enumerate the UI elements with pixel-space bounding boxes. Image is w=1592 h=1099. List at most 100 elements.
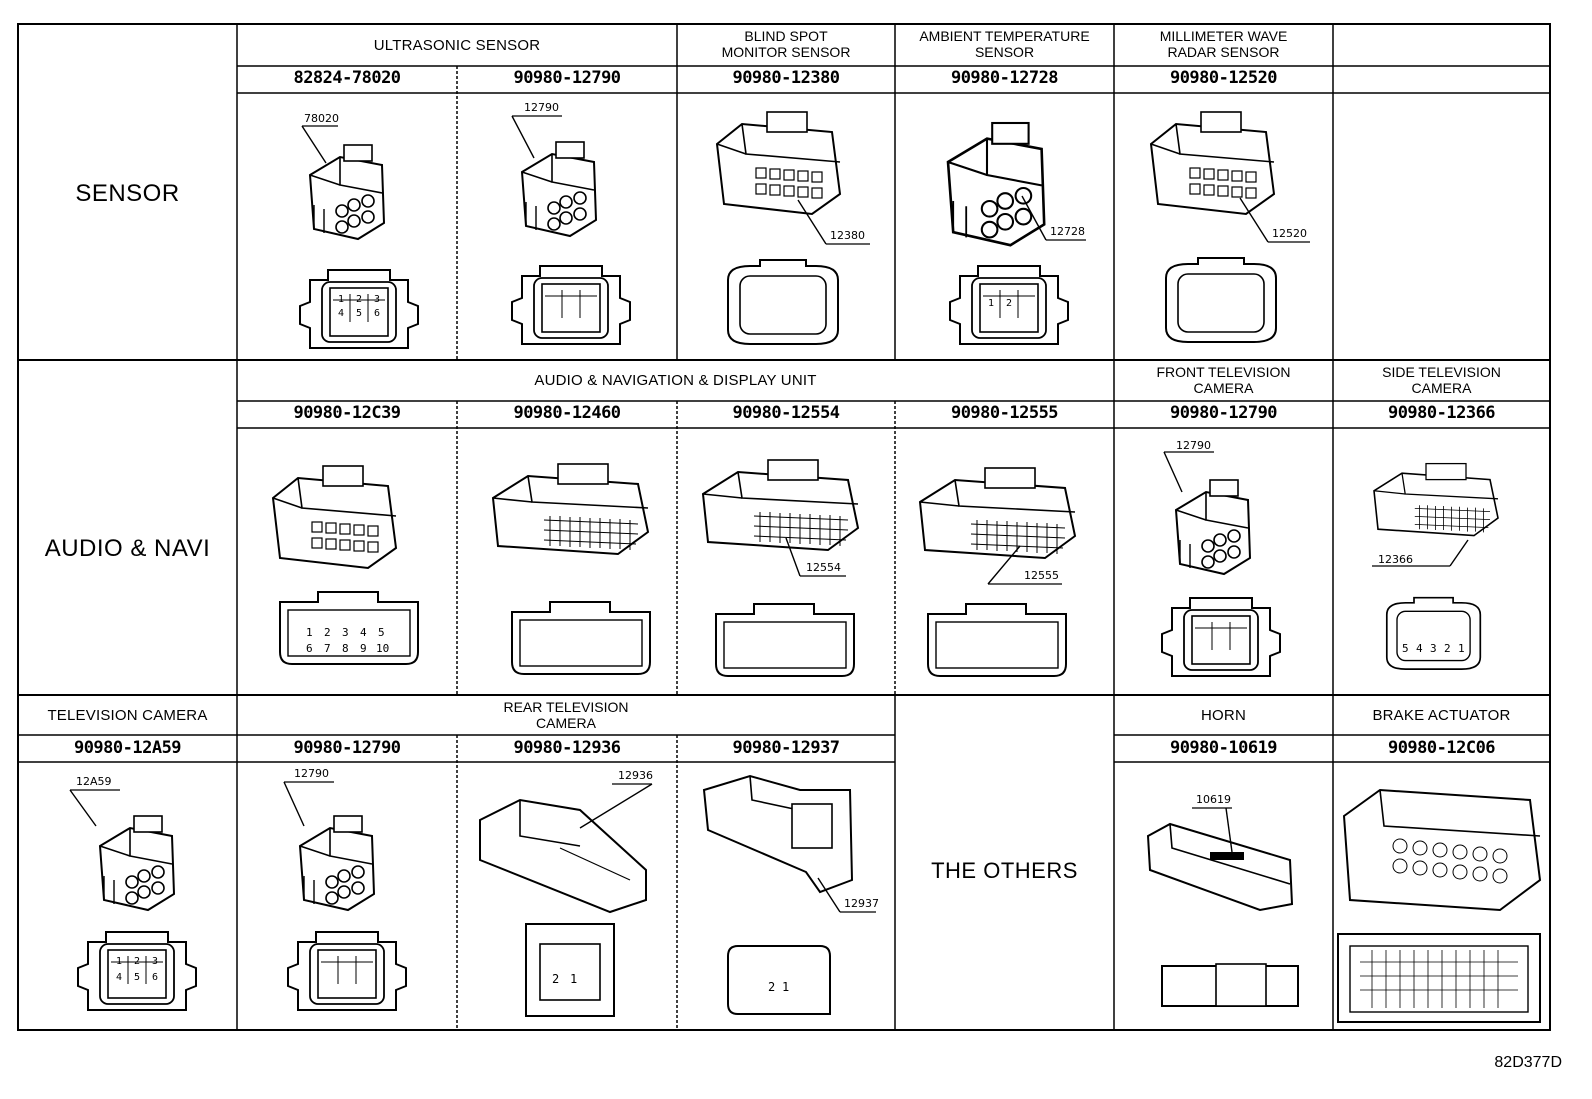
group-ultrasonic-sensor: ULTRASONIC SENSOR (373, 37, 541, 54)
callout-label: 12520 (1272, 227, 1307, 240)
connector-90980-12937-figure (702, 774, 876, 1015)
pin-label: 2 (768, 980, 776, 994)
pin-label: 2 (1444, 642, 1451, 655)
callout-label: 12366 (1378, 553, 1413, 566)
table-border (17, 23, 1551, 1031)
pin-label: 1 (570, 972, 578, 986)
category-audio-navi-label: AUDIO & NAVI (44, 535, 211, 562)
group-television-camera: TELEVISION CAMERA (47, 707, 208, 724)
pin-label: 2 (324, 626, 331, 639)
pin-label: 5 (134, 972, 141, 983)
connector-90980-12790-figure (511, 115, 631, 345)
callout-label: 12555 (1024, 569, 1059, 582)
connector-90980-12A59-figure (69, 789, 197, 1011)
pin-grid-lines (111, 290, 1247, 984)
category-sensor-label: SENSOR (75, 180, 180, 207)
pin-label: 4 (338, 308, 345, 319)
others-grid (18, 695, 1550, 1030)
drawing-code: 82D377D (1494, 1054, 1562, 1071)
part-number: 90980-12728 (950, 68, 1059, 88)
pin-label: 2 (552, 972, 560, 986)
callout-label: 12A59 (76, 775, 112, 788)
connector-90980-12555-figure (919, 467, 1076, 677)
part-number: 90980-12790 (1169, 403, 1278, 423)
connector-90980-12366-figure (1372, 462, 1499, 670)
part-number: 82824-78020 (293, 68, 401, 88)
group-blind-spot-monitor-sensor: BLIND SPOT MONITOR SENSOR (721, 28, 851, 60)
pin-label: 4 (1416, 642, 1423, 655)
connector-90980-12728-figure (946, 121, 1086, 345)
audio-grid (236, 360, 1550, 695)
part-number: 90980-12380 (732, 68, 840, 88)
pin-label: 6 (374, 308, 381, 319)
pin-label: 1 (782, 980, 790, 994)
pin-label: 1 (306, 626, 313, 639)
sensor-grid (236, 24, 1550, 360)
connector-90980-12520-figure (1150, 111, 1310, 343)
connector-90980-12380-figure (716, 111, 870, 345)
connector-82824-78020-figure (299, 125, 419, 349)
pin-label: 3 (342, 626, 349, 639)
connector-90980-12790-front-figure (1161, 451, 1281, 677)
part-number: 90980-12936 (513, 738, 621, 758)
part-number: 90980-12460 (513, 403, 621, 423)
category-the-others-label: THE OTHERS (931, 858, 1078, 883)
pin-label: 2 (134, 956, 141, 967)
pin-label: 3 (1430, 642, 1437, 655)
connector-90980-12936-figure (479, 783, 653, 1017)
pin-label: 1 (116, 956, 123, 967)
callout-label: 12936 (618, 769, 653, 782)
callout-label: 78020 (304, 112, 339, 125)
pin-label: 2 (1006, 298, 1013, 309)
part-number: 90980-12937 (732, 738, 840, 758)
group-audio-navigation-display-unit: AUDIO & NAVIGATION & DISPLAY UNIT (534, 372, 817, 389)
pin-label: 6 (306, 642, 313, 655)
callout-label: 12728 (1050, 225, 1085, 238)
pin-label: 4 (360, 626, 367, 639)
part-number: 90980-12555 (950, 403, 1059, 423)
part-number: 90980-12790 (513, 68, 621, 88)
group-brake-actuator: BRAKE ACTUATOR (1372, 707, 1511, 724)
part-number: 90980-12C39 (293, 403, 401, 423)
part-number: 90980-12366 (1387, 403, 1496, 423)
pin-label: 10 (376, 642, 390, 655)
connector-90980-12C06-figure (1337, 788, 1542, 1023)
pin-label: 5 (1402, 642, 1409, 655)
callout-label: 12554 (806, 561, 841, 574)
group-millimeter-wave-radar-sensor: MILLIMETER WAVE RADAR SENSOR (1159, 28, 1288, 60)
connector-90980-10619-figure (1146, 807, 1299, 1007)
part-number: 90980-12A59 (73, 738, 182, 758)
pin-label: 6 (152, 972, 159, 983)
connector-90980-12460-figure (492, 463, 651, 675)
group-horn: HORN (1201, 707, 1246, 724)
pin-label: 3 (152, 956, 159, 967)
callout-label: 12790 (294, 767, 329, 780)
pin-label: 9 (360, 642, 367, 655)
group-front-television-camera: FRONT TELEVISION CAMERA (1156, 364, 1291, 396)
pin-label: 8 (342, 642, 349, 655)
pin-label: 1 (988, 298, 995, 309)
group-rear-television-camera: REAR TELEVISION CAMERA (503, 699, 629, 731)
part-number: 90980-12C06 (1387, 738, 1496, 758)
callout-label: 12380 (830, 229, 865, 242)
callout-label: 10619 (1196, 793, 1231, 806)
pin-label: 5 (356, 308, 363, 319)
pin-label: 7 (324, 642, 331, 655)
callout-label: 12790 (1176, 439, 1211, 452)
part-number: 90980-12790 (293, 738, 401, 758)
connector-90980-12554-figure (702, 459, 859, 677)
pin-label: 2 (356, 294, 363, 305)
connector-90980-12790-rear-figure (283, 781, 407, 1011)
pin-label: 4 (116, 972, 123, 983)
part-number: 90980-12520 (1169, 68, 1278, 88)
pin-label: 1 (338, 294, 345, 305)
callout-label: 12937 (844, 897, 879, 910)
pin-label: 3 (374, 294, 381, 305)
part-number: 90980-12554 (732, 403, 840, 423)
pin-label: 1 (1458, 642, 1465, 655)
group-side-television-camera: SIDE TELEVISION CAMERA (1382, 364, 1501, 396)
callout-label: 12790 (524, 101, 559, 114)
pin-label: 5 (378, 626, 385, 639)
group-ambient-temperature-sensor: AMBIENT TEMPERATURE SENSOR (919, 28, 1090, 60)
